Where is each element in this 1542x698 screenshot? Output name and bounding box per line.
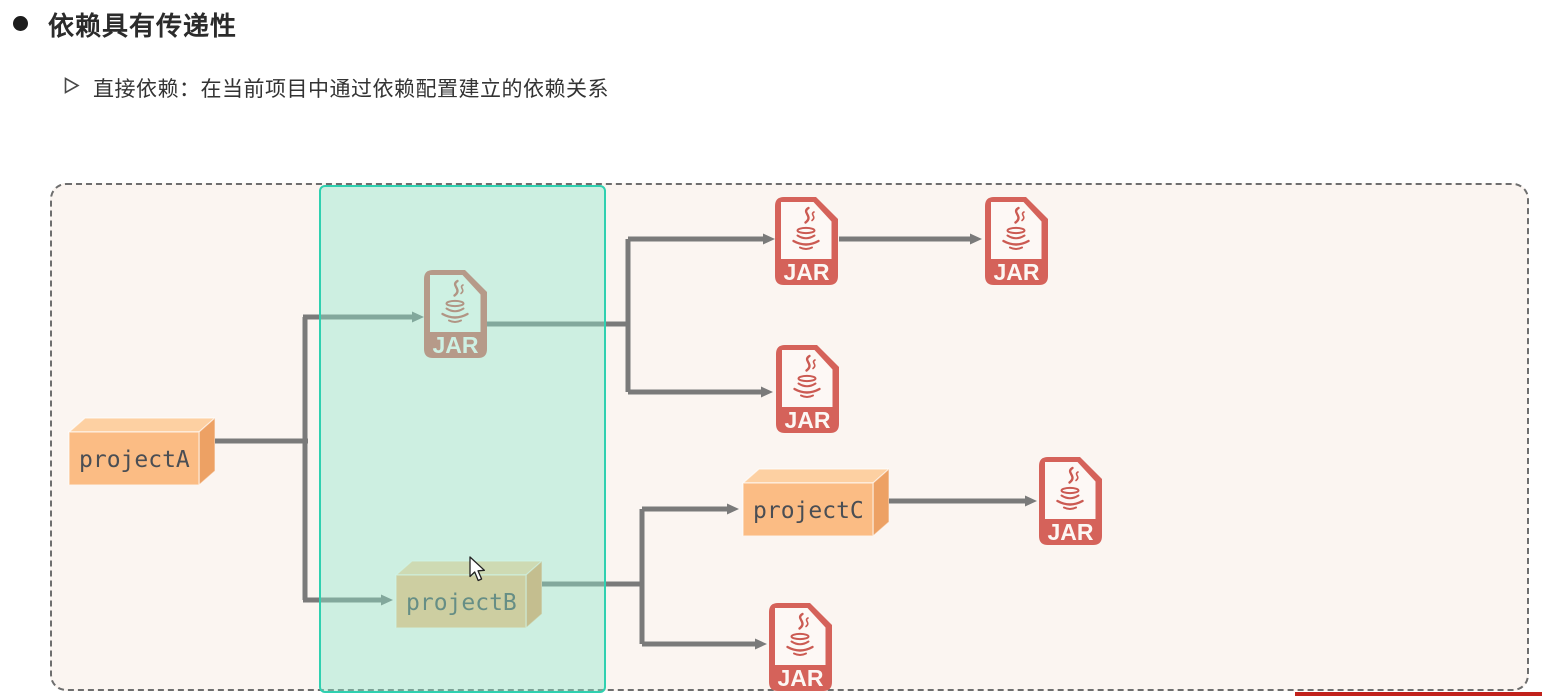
sub-bullet-text: 直接依赖：在当前项目中通过依赖配置建立的依赖关系: [93, 78, 609, 101]
jar-icon-3: [985, 197, 1048, 285]
connector-lines: [214, 233, 1037, 650]
project-box-c: projectC: [742, 468, 889, 536]
jar-icon-2: [775, 197, 838, 285]
project-box-b-label: projectB: [406, 590, 517, 616]
highlight-region: [319, 185, 606, 693]
red-underline-annotation: [1295, 692, 1542, 696]
project-box-b: projectB: [395, 560, 542, 628]
jar-icon-6: [769, 603, 832, 691]
jar-icon-5: [1039, 457, 1102, 545]
diagram-container: projectA projectB projectC: [50, 183, 1529, 693]
bullet-icon: [13, 16, 28, 31]
sub-bullet-arrow-icon: [64, 77, 80, 94]
project-box-c-label: projectC: [753, 498, 864, 524]
mouse-cursor-icon: [469, 556, 486, 582]
project-box-a-label: projectA: [79, 447, 190, 473]
project-box-a: projectA: [68, 417, 215, 485]
jar-icon-4: [776, 345, 839, 433]
page-title: 依赖具有传递性: [48, 11, 238, 41]
